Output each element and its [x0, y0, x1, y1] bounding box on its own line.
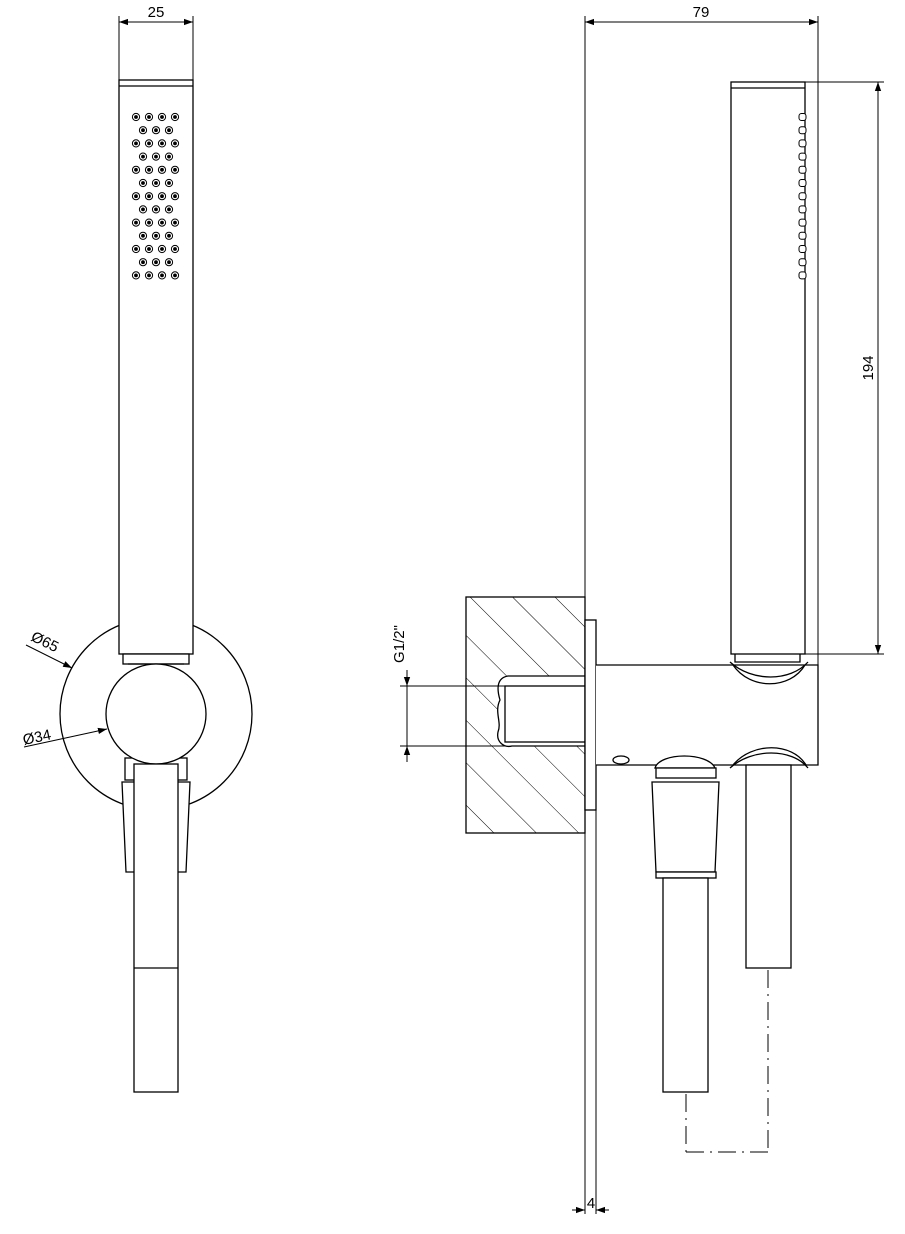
nozzle-dot [134, 247, 138, 251]
knob-circle [105, 663, 207, 765]
dim-plate-thickness [572, 810, 609, 1214]
dim-thread [400, 670, 505, 762]
shower-head-side [730, 81, 806, 655]
dim-head-height [805, 81, 884, 655]
nozzle-dot [160, 167, 164, 172]
nozzle-dot [147, 115, 151, 119]
nozzle-dot [147, 194, 151, 199]
leader-plate-diameter [25, 644, 73, 669]
nozzle-dot [147, 167, 151, 172]
side-nozzle [798, 126, 807, 135]
nozzle-dot [160, 273, 164, 278]
nozzle-dot [134, 167, 138, 172]
nozzle-dot [167, 154, 171, 159]
side-nozzle [798, 152, 807, 161]
nozzle-dot [147, 273, 151, 278]
nozzle-dot [160, 247, 164, 251]
nozzle-dot [147, 141, 151, 146]
side-nozzle-row [798, 113, 807, 280]
nozzle-dot [173, 220, 177, 225]
nozzle-dot [147, 220, 151, 225]
nozzle-dot [173, 115, 177, 119]
nozzle-dot [134, 115, 138, 119]
hose-cone [651, 781, 720, 873]
shower-head-body [118, 79, 194, 655]
nozzle-dot [134, 273, 138, 278]
hose-nut [654, 755, 716, 769]
nozzle-grid [131, 112, 180, 280]
nozzle-dot [173, 194, 177, 199]
holder-cradle [732, 664, 806, 685]
leader-knob-diameter [23, 727, 108, 748]
hose-side-left [662, 877, 709, 1093]
nozzle-dot [154, 233, 158, 238]
side-nozzle [798, 139, 807, 148]
nozzle-dot [154, 207, 158, 212]
side-nozzle [798, 205, 807, 214]
nozzle-dot [141, 154, 145, 159]
nozzle-dot [167, 128, 171, 133]
holder-lower-cradle [732, 747, 807, 766]
nozzle-dot [141, 181, 145, 185]
dim-total-depth [584, 16, 819, 1214]
side-nozzle [798, 218, 807, 227]
nozzle-dot [173, 273, 177, 278]
nozzle-dot [167, 233, 171, 238]
dim-total-depth-label: 79 [693, 4, 710, 21]
dim-plate-thickness-label: 4 [587, 1195, 595, 1212]
nozzle-dot [167, 260, 171, 265]
hose-front [133, 763, 179, 1093]
side-nozzle [798, 113, 807, 121]
nozzle-dot [141, 233, 145, 238]
nozzle-dot [160, 141, 164, 146]
side-nozzle [798, 258, 807, 267]
holder-collar [122, 653, 190, 665]
dim-head-width-label: 25 [148, 4, 165, 21]
nozzle-dot [154, 181, 158, 185]
side-view [465, 81, 819, 1153]
nozzle-dot [167, 181, 171, 185]
nozzle-dot [134, 220, 138, 225]
nozzle-dot [173, 167, 177, 172]
dim-knob-diameter-label: Ø34 [21, 726, 52, 749]
side-nozzle [798, 271, 807, 280]
side-nozzle [798, 179, 807, 187]
nozzle-dot [160, 115, 164, 119]
side-nozzle [798, 231, 807, 240]
dim-thread-label: G1/2" [391, 625, 408, 663]
nozzle-dot [154, 260, 158, 265]
dim-head-height-label: 194 [860, 355, 877, 380]
nozzle-dot [141, 260, 145, 265]
nozzle-dot [160, 220, 164, 225]
side-nozzle [798, 192, 807, 201]
nozzle-dot [134, 141, 138, 146]
nozzle-dot [167, 207, 171, 212]
nozzle-dot [141, 207, 145, 212]
wall-plate [584, 619, 597, 811]
nozzle-dot [173, 141, 177, 146]
front-view [59, 79, 253, 1093]
nozzle-dot [154, 154, 158, 159]
hose-side-right [745, 764, 792, 969]
side-nozzle [798, 165, 807, 174]
dim-head-width [118, 16, 194, 80]
nozzle-dot [141, 128, 145, 133]
nozzle-dot [154, 128, 158, 133]
nozzle-dot [160, 194, 164, 199]
side-nozzle [798, 245, 807, 253]
dim-plate-diameter-label: Ø65 [28, 628, 61, 656]
nozzle-dot [147, 247, 151, 251]
nozzle-dot [173, 247, 177, 251]
nozzle-dot [134, 194, 138, 199]
